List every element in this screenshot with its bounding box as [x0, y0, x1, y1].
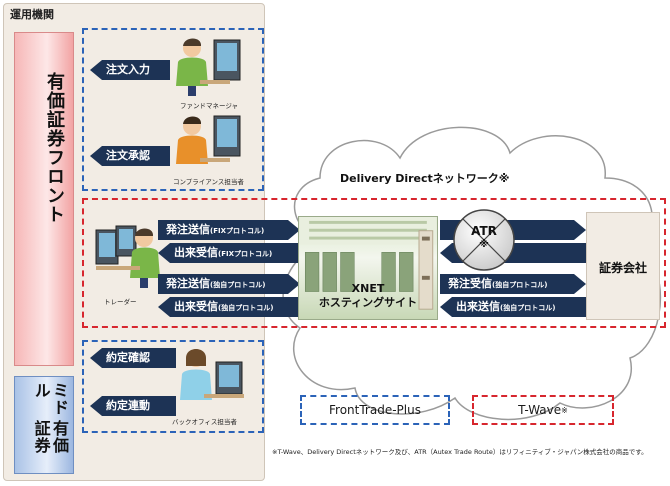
fronttrade-box-top	[82, 28, 264, 191]
receive-exec-fix-sub: (FIXプロトコル)	[218, 250, 273, 258]
fund-manager-label: ファンドマネージャ	[180, 102, 239, 110]
xnet-hosting-site-image	[298, 216, 438, 320]
receive-exec-own-sub: (独自プロトコル)	[218, 304, 274, 312]
twave-box	[82, 198, 666, 328]
send-exec-own-arrow: 出来送信(独自プロトコル)	[440, 297, 586, 317]
fronttrade-box-bottom	[82, 340, 264, 433]
middle-office-label: 有価証券 ミドル	[20, 382, 69, 470]
receive-order-own-sub: (独自プロトコル)	[492, 281, 548, 289]
network-cloud	[282, 126, 662, 421]
compliance-label: コンプライアンス担当者	[173, 178, 244, 186]
footnote: ※T-Wave、Delivery Directネットワーク及び、ATR（Aute…	[272, 448, 648, 456]
back-office-label: バックオフィス担当者	[172, 418, 237, 426]
panel-title: 運用機関	[10, 8, 54, 21]
send-exec-own-sub: (独自プロトコル)	[500, 304, 556, 312]
order-input-label: 注文入力	[106, 63, 150, 76]
atr-mark: ※	[479, 239, 489, 250]
securities-company-box	[586, 212, 660, 320]
atr-label-text: ATR	[471, 224, 497, 238]
contract-link-arrow: 約定連動	[90, 396, 176, 416]
send-order-own-label: 発注送信	[166, 277, 210, 290]
compliance-person-icon	[176, 115, 241, 164]
cloud-label: Delivery Directネットワーク※	[340, 172, 510, 185]
fund-manager-person-icon	[176, 38, 241, 96]
send-order-fix-arrow: 発注送信(FIXプロトコル)	[158, 220, 300, 240]
legend-twave-mark: ※	[561, 405, 568, 415]
order-input-arrow: 注文入力	[90, 60, 170, 80]
contract-confirm-arrow: 約定確認	[90, 348, 176, 368]
send-exec-own-label: 出来送信	[456, 300, 500, 313]
xnet-label-line1: XNET	[351, 282, 385, 295]
receive-exec-own-arrow: 出来受信(独自プロトコル)	[158, 297, 300, 317]
order-approval-arrow: 注文承認	[90, 146, 170, 166]
order-approval-label: 注文承認	[106, 149, 150, 162]
receive-exec-fix-arrow: 出来受信(FIXプロトコル)	[158, 243, 300, 263]
trader-label: トレーダー	[104, 298, 137, 306]
legend-twave-label: T-Wave	[518, 403, 562, 417]
securities-company-label: 証券会社	[598, 261, 647, 275]
send-order-fix-label: 発注送信	[166, 223, 210, 236]
send-order-own-arrow: 発注送信(独自プロトコル)	[158, 274, 300, 294]
send-order-fix-sub: (FIXプロトコル)	[210, 227, 265, 235]
front-office-label: 有価証券フロント	[44, 72, 65, 224]
legend-twave: T-Wave※	[472, 395, 614, 425]
contract-confirm-label: 約定確認	[106, 351, 150, 364]
contract-link-label: 約定連動	[106, 399, 150, 412]
receive-exec-own-label: 出来受信	[174, 300, 218, 313]
atr-label: ATR ※	[452, 224, 516, 252]
receive-order-own-arrow: 発注受信(独自プロトコル)	[440, 274, 586, 294]
send-order-own-sub: (独自プロトコル)	[210, 281, 266, 289]
receive-exec-fix-label: 出来受信	[174, 246, 218, 259]
receive-order-own-label: 発注受信	[448, 277, 492, 290]
front-office-bar	[14, 32, 74, 366]
trader-person-icon	[95, 225, 160, 288]
middle-office-label-line2: ミドル	[31, 382, 69, 416]
xnet-label: XNET ホスティングサイト	[298, 282, 438, 310]
legend-fronttrade-plus-label: FrontTrade-Plus	[329, 403, 421, 417]
middle-office-label-line1: 有価証券	[31, 419, 69, 454]
back-office-person-icon	[180, 349, 244, 400]
middle-office-bar	[14, 376, 74, 474]
atr-node-icon	[453, 209, 515, 271]
xnet-label-line2: ホスティングサイト	[318, 296, 418, 309]
legend-fronttrade-plus: FrontTrade-Plus	[300, 395, 450, 425]
